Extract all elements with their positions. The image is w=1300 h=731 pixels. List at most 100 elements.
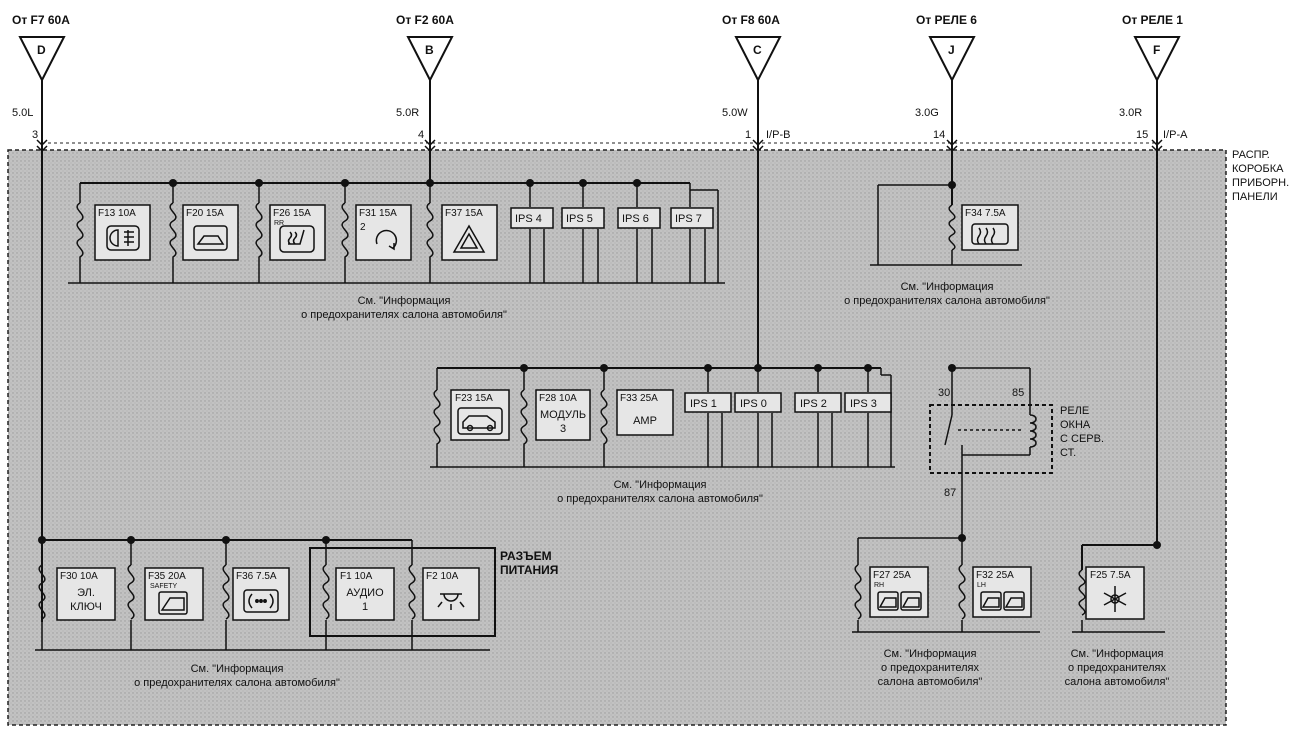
fuse-f26: F26 15A RR bbox=[255, 202, 326, 265]
svg-text:о предохранителях салона автом: о предохранителях салона автомобиля" bbox=[557, 493, 763, 505]
svg-text:См. "Информация: См. "Информация bbox=[884, 648, 977, 660]
ips-4-box: IPS 4 bbox=[510, 207, 554, 229]
feed-triangle-f bbox=[1133, 36, 1181, 83]
svg-text:F37 15A: F37 15A bbox=[445, 208, 483, 219]
fuse-f30: F30 10A ЭЛ. КЛЮЧ bbox=[38, 564, 116, 621]
svg-text:5.0R: 5.0R bbox=[396, 107, 419, 119]
svg-text:F13 10A: F13 10A bbox=[98, 208, 136, 219]
note-bottom-right-2: См. "Информация о предохранителях салона… bbox=[1065, 648, 1170, 688]
svg-text:РАСПР.: РАСПР. bbox=[1232, 149, 1270, 161]
svg-text:LH: LH bbox=[977, 582, 986, 589]
power-window-relay: 30 85 87 РЕЛЕ ОКНА С СЕРВ. СТ. bbox=[929, 364, 1104, 538]
f34-group bbox=[870, 181, 1022, 266]
svg-text:АУДИО: АУДИО bbox=[346, 587, 384, 599]
feed-b: От F2 60A B 5.0R 4 bbox=[396, 13, 454, 141]
svg-text:F: F bbox=[1153, 43, 1160, 57]
svg-text:IPS 5: IPS 5 bbox=[566, 213, 593, 225]
connector-pin-marks bbox=[36, 139, 1163, 153]
power-window-icon bbox=[877, 591, 922, 611]
ips-2-box: IPS 2 bbox=[794, 392, 842, 413]
svg-text:ЭЛ.: ЭЛ. bbox=[77, 587, 95, 599]
svg-text:РЕЛЕ: РЕЛЕ bbox=[1060, 405, 1089, 417]
svg-text:J: J bbox=[948, 43, 955, 57]
note-bottom-right-1: См. "Информация о предохранителях салона… bbox=[878, 648, 983, 688]
svg-text:F34 7.5A: F34 7.5A bbox=[965, 208, 1006, 219]
fuse-f37: F37 15A bbox=[426, 202, 498, 265]
junction-box-label: РАСПР. КОРОБКА ПРИБОРН. ПАНЕЛИ bbox=[1232, 149, 1289, 203]
fuse-f35: F35 20A SAFETY bbox=[127, 564, 204, 621]
ips-3-box: IPS 3 bbox=[844, 392, 892, 413]
svg-text:RH: RH bbox=[874, 582, 884, 589]
bottom-left-fuse-group: РАЗЪЕМ ПИТАНИЯ bbox=[35, 536, 558, 651]
fuse-f33: F33 25A AMP bbox=[600, 389, 674, 448]
ips-5-box: IPS 5 bbox=[561, 207, 605, 229]
feed-triangle-j bbox=[928, 36, 976, 83]
feed-d: От F7 60A D 5.0L 3 bbox=[12, 13, 70, 141]
svg-text:85: 85 bbox=[1012, 387, 1024, 399]
ac-snowflake-icon bbox=[1103, 586, 1127, 612]
svg-text:I/P-A: I/P-A bbox=[1163, 129, 1188, 141]
svg-text:F27 25A: F27 25A bbox=[873, 570, 911, 581]
note-middle: См. "Информация о предохранителях салона… bbox=[557, 479, 763, 505]
svg-text:ПИТАНИЯ: ПИТАНИЯ bbox=[500, 563, 558, 577]
svg-text:C: C bbox=[753, 43, 762, 57]
svg-text:РАЗЪЕМ: РАЗЪЕМ bbox=[500, 549, 552, 563]
svg-text:RR: RR bbox=[274, 220, 284, 227]
svg-text:о предохранителях: о предохранителях bbox=[1068, 662, 1167, 674]
svg-text:IPS 3: IPS 3 bbox=[850, 398, 877, 410]
svg-text:IPS 0: IPS 0 bbox=[740, 398, 767, 410]
svg-text:IPS 6: IPS 6 bbox=[622, 213, 649, 225]
svg-text:F32 25A: F32 25A bbox=[976, 570, 1014, 581]
svg-text:салона автомобиля": салона автомобиля" bbox=[878, 676, 983, 688]
svg-text:AMP: AMP bbox=[633, 415, 657, 427]
svg-text:См. "Информация: См. "Информация bbox=[1071, 648, 1164, 660]
svg-text:F26 15A: F26 15A bbox=[273, 208, 311, 219]
fuse-f2: F2 10A bbox=[408, 564, 480, 621]
power-window-icon bbox=[158, 591, 188, 615]
svg-text:5.0L: 5.0L bbox=[12, 107, 33, 119]
fuse-f34: F34 7.5A bbox=[948, 204, 1019, 251]
svg-text:ПАНЕЛИ: ПАНЕЛИ bbox=[1232, 191, 1278, 203]
svg-text:D: D bbox=[37, 43, 46, 57]
svg-text:См. "Информация: См. "Информация bbox=[614, 479, 707, 491]
svg-text:3.0R: 3.0R bbox=[1119, 107, 1142, 119]
svg-text:См. "Информация: См. "Информация bbox=[358, 295, 451, 307]
svg-text:От F7 60A: От F7 60A bbox=[12, 13, 70, 27]
svg-text:F1 10A: F1 10A bbox=[340, 571, 373, 582]
svg-text:F30 10A: F30 10A bbox=[60, 571, 98, 582]
svg-text:F35 20A: F35 20A bbox=[148, 571, 186, 582]
svg-text:3: 3 bbox=[560, 423, 566, 435]
svg-text:F23 15A: F23 15A bbox=[455, 393, 493, 404]
feed-triangle-d bbox=[18, 36, 66, 83]
fuse-f31: F31 15A 2 bbox=[341, 202, 412, 265]
svg-text:1: 1 bbox=[362, 601, 368, 613]
fuse-f1: F1 10A АУДИО 1 bbox=[322, 564, 395, 621]
svg-text:См. "Информация: См. "Информация bbox=[901, 281, 994, 293]
power-window-icon bbox=[980, 591, 1025, 611]
svg-text:4: 4 bbox=[418, 129, 424, 141]
fuse-f32: F32 25A LH bbox=[958, 564, 1032, 620]
fog-lamp-icon bbox=[106, 225, 140, 251]
circular-arrow-icon bbox=[375, 229, 398, 251]
svg-text:F36 7.5A: F36 7.5A bbox=[236, 571, 277, 582]
svg-text:1: 1 bbox=[745, 129, 751, 141]
svg-text:3.0G: 3.0G bbox=[915, 107, 939, 119]
ips-0-box: IPS 0 bbox=[734, 392, 782, 413]
fuse-f23: F23 15A bbox=[433, 389, 510, 448]
feed-triangle-b bbox=[406, 36, 454, 83]
svg-text:о предохранителях салона автом: о предохранителях салона автомобиля" bbox=[134, 677, 340, 689]
svg-text:IPS 1: IPS 1 bbox=[690, 398, 717, 410]
feed-j: От РЕЛЕ 6 J 3.0G 14 bbox=[915, 13, 977, 141]
trunk-icon bbox=[193, 225, 228, 251]
feed-triangle-c bbox=[734, 36, 782, 83]
top-fuse-group bbox=[68, 179, 725, 284]
hazard-icon bbox=[452, 224, 486, 253]
svg-text:ПРИБОРН.: ПРИБОРН. bbox=[1232, 177, 1289, 189]
note-bottom-left: См. "Информация о предохранителях салона… bbox=[134, 663, 340, 689]
svg-text:SAFETY: SAFETY bbox=[150, 583, 178, 590]
svg-text:IPS 7: IPS 7 bbox=[675, 213, 702, 225]
svg-text:3: 3 bbox=[32, 129, 38, 141]
fuse-f27: F27 25A RH bbox=[854, 564, 929, 620]
svg-text:I/P-B: I/P-B bbox=[766, 129, 790, 141]
rear-defogger-icon bbox=[971, 223, 1009, 245]
